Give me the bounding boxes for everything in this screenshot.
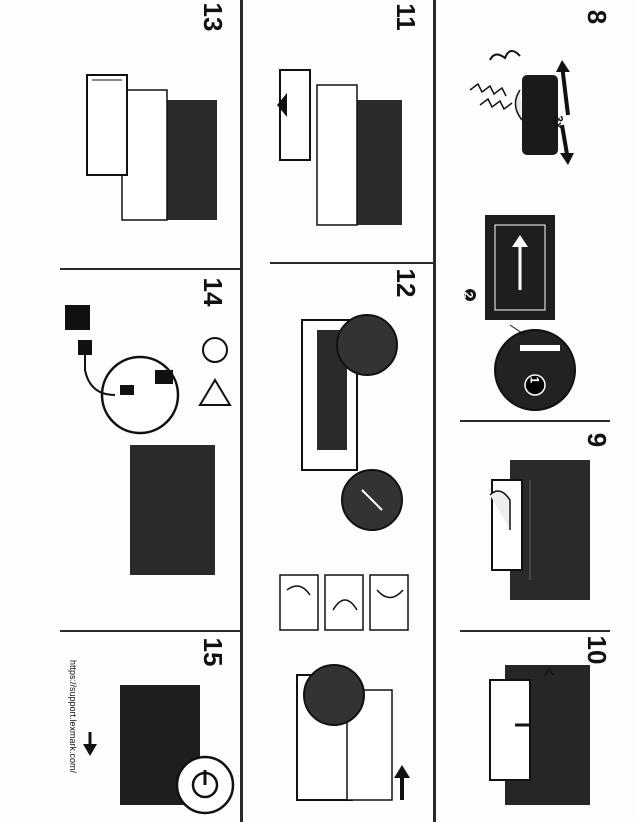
row-separator-9-10 [460, 630, 610, 632]
row-separator-8-9 [460, 420, 610, 422]
step-13-illustration [72, 60, 222, 230]
step-11-illustration [262, 55, 412, 240]
callout-1-label: 1 [527, 376, 542, 384]
row-separator-13-14 [60, 268, 240, 270]
callout-2-label: 2 [461, 291, 476, 299]
step-12-tray-illustration [262, 290, 412, 535]
column-separator-right [433, 0, 436, 822]
step-12-guide-hands [275, 570, 415, 635]
shake-count-label: 3x [551, 115, 566, 129]
step-12-load-paper-illustration [262, 660, 427, 810]
column-separator-left [240, 0, 243, 822]
step-number-15: 15 [198, 637, 228, 667]
step-15-power-on-illustration [110, 680, 235, 815]
step-8-shake-illustration [450, 20, 590, 170]
step-number-11: 11 [391, 3, 421, 31]
step-10-illustration [470, 655, 600, 810]
power-press-arrow-icon [80, 730, 100, 760]
step-8-insert-illustration [450, 205, 590, 415]
step-14-power-illustration [60, 300, 240, 620]
row-separator-11-12 [270, 262, 433, 264]
step-number-13: 13 [198, 2, 228, 32]
support-url[interactable]: https://support.lexmark.com/ [68, 660, 78, 774]
step-9-illustration [470, 440, 600, 620]
row-separator-14-15 [60, 630, 240, 632]
